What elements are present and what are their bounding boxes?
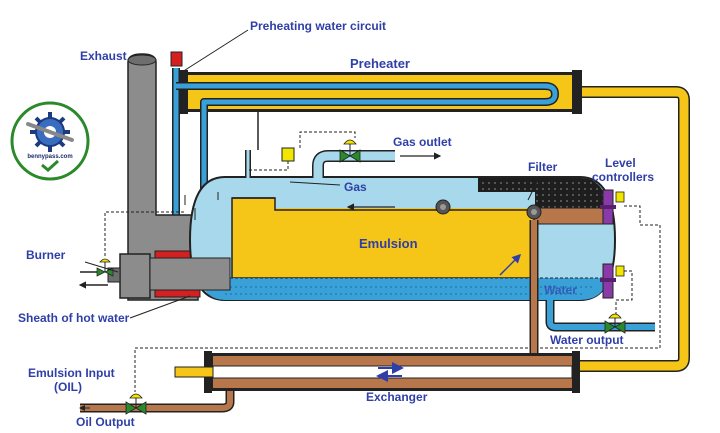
water-valve-icon <box>604 313 626 334</box>
vent-arrows <box>184 192 219 220</box>
label-emulsion-input-line2: (OIL) <box>54 380 82 394</box>
label-emulsion-input-line1: Emulsion Input <box>28 366 115 380</box>
label-level-controllers-line1: Level <box>605 156 636 170</box>
burner-control-line <box>104 211 185 256</box>
label-gas-outlet: Gas outlet <box>393 135 452 149</box>
label-exchanger: Exchanger <box>366 390 428 404</box>
gas-leader <box>289 181 341 186</box>
relief-valve-icon <box>170 51 183 67</box>
label-exhaust: Exhaust <box>80 49 127 63</box>
label-level-controllers-line2: controllers <box>592 170 654 184</box>
exhaust-stack <box>127 53 199 301</box>
label-water: Water <box>544 283 577 297</box>
gas-outlet-pipe <box>245 112 442 178</box>
oil-output-pipe <box>79 391 235 413</box>
burner <box>107 253 231 299</box>
water-rise-arrow <box>499 253 522 276</box>
gas-valve-icon <box>339 139 361 163</box>
preheater-loop <box>570 86 690 372</box>
label-preheating-water-circuit: Preheating water circuit <box>250 19 386 33</box>
preheater-tube <box>178 70 582 114</box>
label-filter: Filter <box>528 160 558 174</box>
burner-valve-icon <box>78 258 114 289</box>
filter-leader <box>527 179 539 201</box>
level-controller-lower-icon <box>600 263 625 299</box>
level-controller-upper-icon <box>600 189 625 225</box>
exchanger <box>204 351 580 393</box>
separator-vessel <box>188 176 617 301</box>
label-oil-output: Oil Output <box>76 415 135 429</box>
burner-leader <box>84 261 119 273</box>
label-water-output: Water output <box>550 333 624 347</box>
gas-controller-icon <box>281 147 295 162</box>
label-sheath-of-hot-water: Sheath of hot water <box>18 311 130 325</box>
label-emulsion: Emulsion <box>359 236 418 251</box>
preheating-leader <box>181 29 249 73</box>
bennypass-logo: bennypass.com <box>10 101 90 181</box>
label-gas: Gas <box>344 180 367 194</box>
logo-text: bennypass.com <box>27 154 72 160</box>
oil-valve-icon <box>125 393 147 415</box>
water-output-pipe <box>545 300 655 332</box>
label-preheater: Preheater <box>350 56 410 71</box>
emulsion-input-pipe <box>174 366 214 378</box>
level-control-line <box>134 205 661 392</box>
sheath-leader <box>129 295 191 319</box>
label-burner: Burner <box>26 248 66 262</box>
